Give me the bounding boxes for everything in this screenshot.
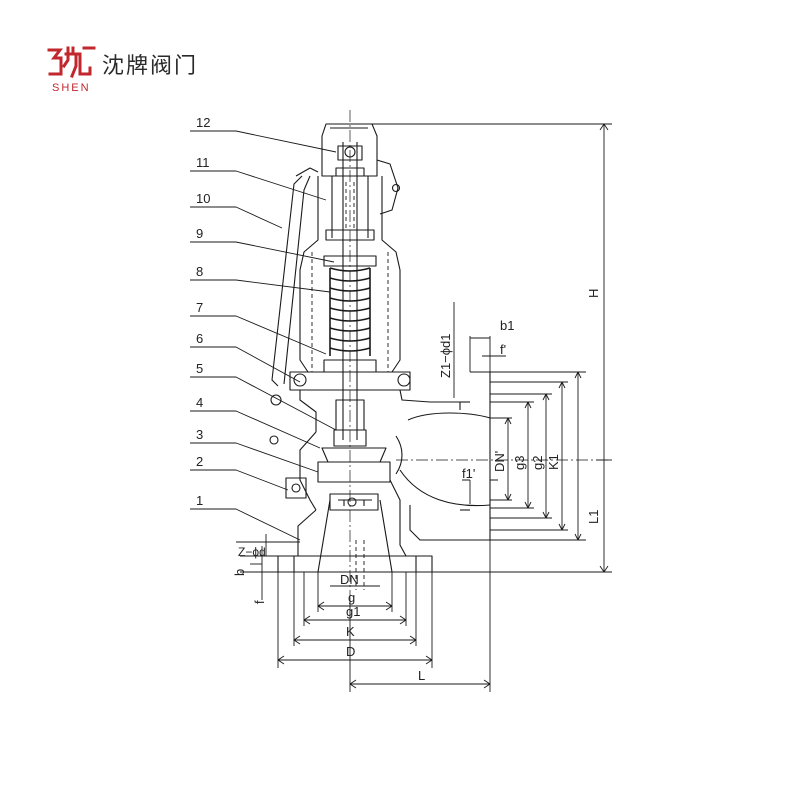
dim-label-f: f	[252, 600, 267, 604]
valve-body	[269, 123, 491, 573]
dim-label-l1: L1	[586, 510, 601, 524]
part-label-11: 11	[196, 155, 210, 170]
dim-label-z-d: Z−ϕd	[238, 545, 266, 559]
nozzle-mark-icon	[347, 497, 357, 507]
dim-label-dn: DN	[340, 572, 359, 587]
dim-label-k: K	[346, 624, 355, 639]
part-label-2: 2	[196, 454, 203, 469]
dimension-lines	[236, 123, 612, 692]
dim-label-f-prime: f'	[500, 342, 506, 357]
dim-label-g2: g2	[530, 456, 545, 470]
dim-label-g: g	[348, 590, 355, 605]
part-label-7: 7	[196, 300, 203, 315]
hidden-lines	[311, 182, 389, 590]
brand-logo: 沈牌阀门 SHEN	[46, 44, 236, 100]
part-label-9: 9	[196, 226, 203, 241]
part-label-3: 3	[196, 427, 203, 442]
dim-label-g1: g1	[346, 604, 360, 619]
dim-label-d: D	[346, 644, 355, 659]
leader-lines	[190, 130, 337, 541]
part-label-12: 12	[196, 115, 210, 130]
center-lines	[349, 110, 610, 600]
part-number-labels: 12 11 10 9 8 7 6 5 4 3 2 1	[196, 115, 210, 508]
dim-label-b1: b1	[500, 318, 514, 333]
dim-label-f1-prime: f1'	[462, 466, 475, 481]
part-label-1: 1	[196, 493, 203, 508]
dim-label-g3: g3	[512, 456, 527, 470]
dim-label-h: H	[586, 289, 601, 298]
dim-label-k1: K1	[546, 454, 561, 470]
shen-logo-mark-icon	[47, 46, 96, 78]
part-label-4: 4	[196, 395, 203, 410]
dim-label-b: b	[232, 569, 247, 576]
brand-latin: SHEN	[52, 82, 91, 94]
part-label-10: 10	[196, 191, 210, 206]
part-label-5: 5	[196, 361, 203, 376]
dim-label-l: L	[418, 668, 425, 683]
part-label-6: 6	[196, 331, 203, 346]
dim-label-dn-prime: DN'	[492, 451, 507, 472]
brand-name: 沈牌阀门	[102, 54, 199, 79]
dim-label-z1-d1: Z1−ϕd1	[438, 333, 453, 378]
part-label-8: 8	[196, 264, 203, 279]
dimension-labels: H L1 K1 g2 g3 DN' f1' b1 f' Z1−ϕd1 L D K…	[232, 289, 601, 683]
